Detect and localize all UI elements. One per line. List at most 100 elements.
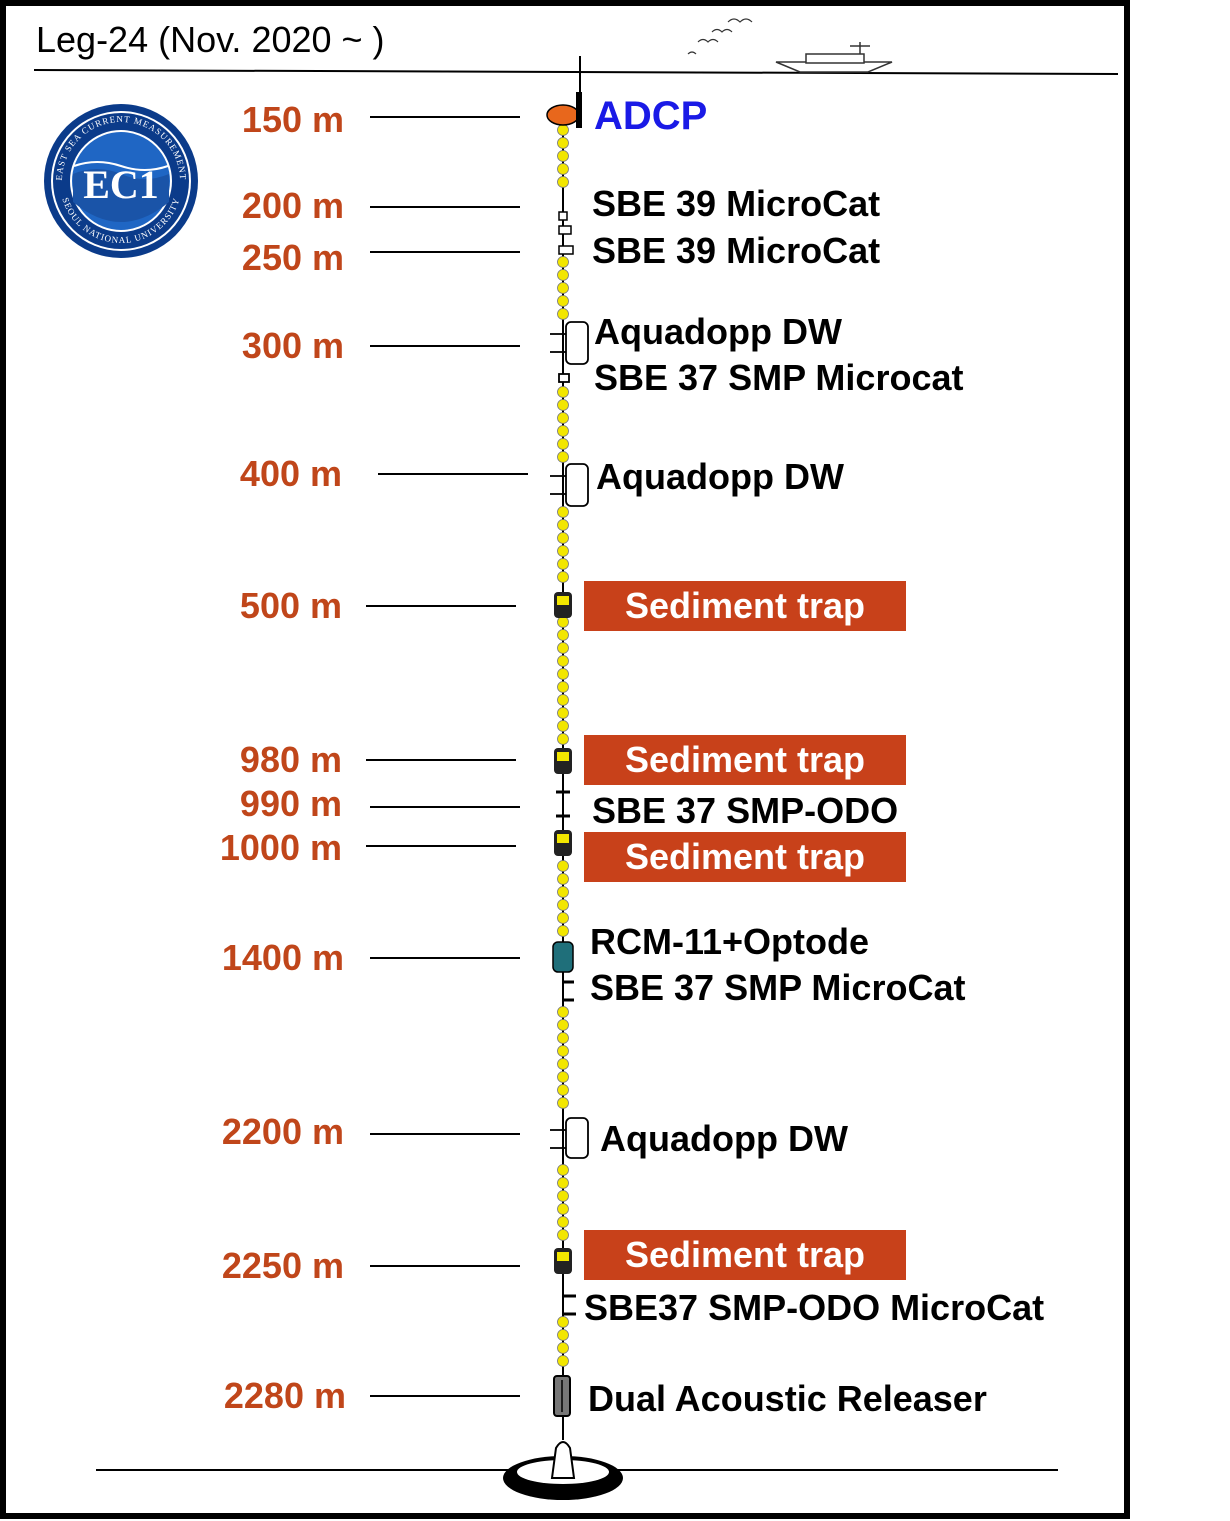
svg-text:EC1: EC1 xyxy=(83,162,159,207)
float-buoy xyxy=(557,925,569,937)
instrument-label: Aquadopp DW xyxy=(596,456,844,497)
float-buoy xyxy=(557,256,569,268)
float-buoy xyxy=(557,629,569,641)
instrument-label: Dual Acoustic Releaser xyxy=(588,1378,987,1419)
float-buoy xyxy=(557,386,569,398)
float-buoy xyxy=(557,860,569,872)
depth-label: 300 m xyxy=(241,325,344,366)
float-buoy xyxy=(557,616,569,628)
sediment-trap-icon xyxy=(554,1248,572,1274)
anchor-icon xyxy=(503,1441,623,1500)
sediment-trap-icon xyxy=(554,592,572,618)
float-buoy xyxy=(557,899,569,911)
depth-label: 500 m xyxy=(239,585,342,626)
float-buoy xyxy=(557,137,569,149)
depth-label: 150 m xyxy=(241,99,344,140)
float-buoy xyxy=(557,1229,569,1241)
depth-label: 200 m xyxy=(241,185,344,226)
sediment-trap-label: Sediment trap xyxy=(584,735,906,785)
instrument-label: SBE 39 MicroCat xyxy=(592,230,881,271)
float-buoy xyxy=(557,163,569,175)
float-buoy xyxy=(557,308,569,320)
instrument-label: Aquadopp DW xyxy=(594,311,842,352)
sediment-trap-label: Sediment trap xyxy=(584,832,906,882)
instrument-label: SBE 37 SMP-ODO xyxy=(592,790,899,831)
float-buoy xyxy=(557,176,569,188)
acoustic-releaser-icon xyxy=(553,1375,571,1417)
float-buoy xyxy=(557,655,569,667)
float-buoy xyxy=(557,506,569,518)
instrument-label: RCM-11+Optode xyxy=(590,921,870,962)
float-buoy xyxy=(557,1342,569,1354)
sbe37-odo-icon xyxy=(564,1294,576,1316)
birds-icon xyxy=(687,18,753,55)
float-buoy xyxy=(557,571,569,583)
float-buoy xyxy=(557,733,569,745)
instrument-label: SBE 37 SMP MicroCat xyxy=(590,967,966,1008)
sediment-trap-icon xyxy=(554,830,572,856)
diagram-title: Leg-24 (Nov. 2020 ~ ) xyxy=(36,19,385,60)
instrument-label: SBE37 SMP-ODO MicroCat xyxy=(584,1287,1045,1328)
float-buoy xyxy=(557,1006,569,1018)
sbe39-icon xyxy=(558,211,574,255)
depth-label: 1400 m xyxy=(221,937,344,978)
float-buoy xyxy=(557,519,569,531)
float-buoy xyxy=(557,707,569,719)
float-buoy xyxy=(557,124,569,136)
float-buoy xyxy=(557,399,569,411)
instrument-label-adcp: ADCP xyxy=(594,94,708,138)
aquadopp-icon xyxy=(550,321,589,383)
float-chain xyxy=(557,124,569,1367)
float-buoy xyxy=(557,269,569,281)
aquadopp-icon xyxy=(550,1117,589,1159)
float-buoy xyxy=(557,1329,569,1341)
float-buoy xyxy=(557,1071,569,1083)
float-buoy xyxy=(557,150,569,162)
ship-icon xyxy=(775,42,893,73)
float-buoy xyxy=(557,438,569,450)
float-buoy xyxy=(557,295,569,307)
float-buoy xyxy=(557,532,569,544)
float-buoy xyxy=(557,1058,569,1070)
float-buoy xyxy=(557,1084,569,1096)
float-buoy xyxy=(557,668,569,680)
float-buoy xyxy=(557,1355,569,1367)
float-buoy xyxy=(557,720,569,732)
depth-label: 2200 m xyxy=(221,1111,344,1152)
sbe37-odo-icon xyxy=(556,790,570,818)
float-buoy xyxy=(557,282,569,294)
sediment-trap-label: Sediment trap xyxy=(584,581,906,631)
depth-label: 2280 m xyxy=(223,1375,346,1416)
float-buoy xyxy=(557,886,569,898)
instrument-label: SBE 39 MicroCat xyxy=(592,183,881,224)
float-buoy xyxy=(557,412,569,424)
sea-surface-line xyxy=(33,69,1119,75)
depth-label: 250 m xyxy=(241,237,344,278)
depth-label: 980 m xyxy=(239,739,342,780)
float-buoy xyxy=(557,1203,569,1215)
float-buoy xyxy=(557,694,569,706)
float-buoy xyxy=(557,1190,569,1202)
rcm11-icon xyxy=(552,941,574,1002)
adcp-icon xyxy=(546,92,582,128)
float-buoy xyxy=(557,1097,569,1109)
depth-pointer-lines xyxy=(366,116,528,1397)
depth-label: 990 m xyxy=(239,783,342,824)
float-buoy xyxy=(557,873,569,885)
float-buoy xyxy=(557,1032,569,1044)
float-buoy xyxy=(557,1316,569,1328)
float-buoy xyxy=(557,1045,569,1057)
instrument-label: Aquadopp DW xyxy=(600,1118,848,1159)
sediment-trap-label: Sediment trap xyxy=(584,1230,906,1280)
float-buoy xyxy=(557,451,569,463)
float-buoy xyxy=(557,558,569,570)
float-buoy xyxy=(557,642,569,654)
ec1-logo: EAST SEA CURRENT MEASUREMENT SEOUL NATIO… xyxy=(42,102,200,260)
float-buoy xyxy=(557,912,569,924)
float-buoy xyxy=(557,545,569,557)
float-buoy xyxy=(557,1177,569,1189)
depth-label: 2250 m xyxy=(221,1245,344,1286)
float-buoy xyxy=(557,1164,569,1176)
sediment-trap-icon xyxy=(554,748,572,774)
